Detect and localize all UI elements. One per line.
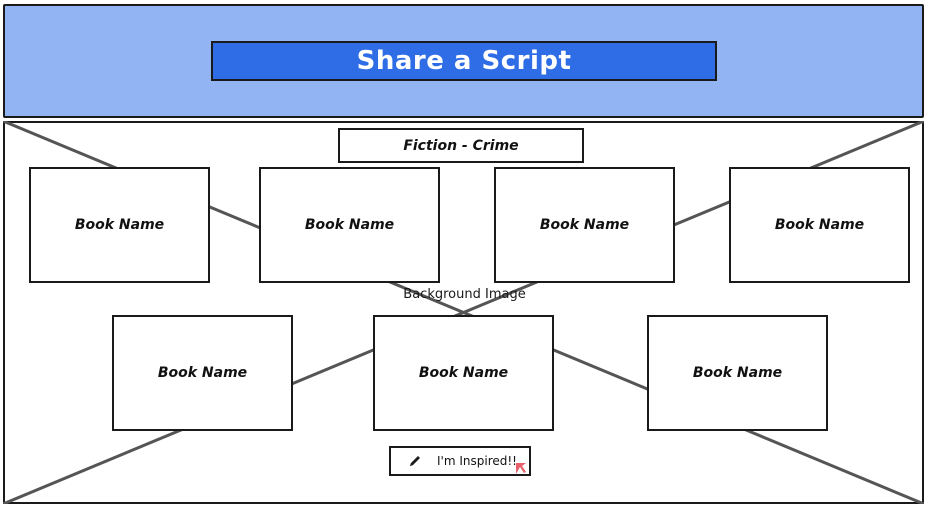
background-image-label: Background Image [403,287,526,302]
book-card-1[interactable]: Book Name [29,167,210,283]
book-card-4[interactable]: Book Name [729,167,910,283]
pencil-icon [410,456,420,466]
book-card-3[interactable]: Book Name [494,167,675,283]
book-card-7[interactable]: Book Name [647,315,828,431]
page-title: Share a Script [211,41,717,81]
im-inspired-label: I'm Inspired!! [437,454,517,468]
genre-heading: Fiction - Crime [338,128,584,163]
book-card-2[interactable]: Book Name [259,167,440,283]
im-inspired-button[interactable]: I'm Inspired!! [389,446,531,476]
book-card-5[interactable]: Book Name [112,315,293,431]
cursor-icon [516,463,526,474]
book-card-6[interactable]: Book Name [373,315,554,431]
